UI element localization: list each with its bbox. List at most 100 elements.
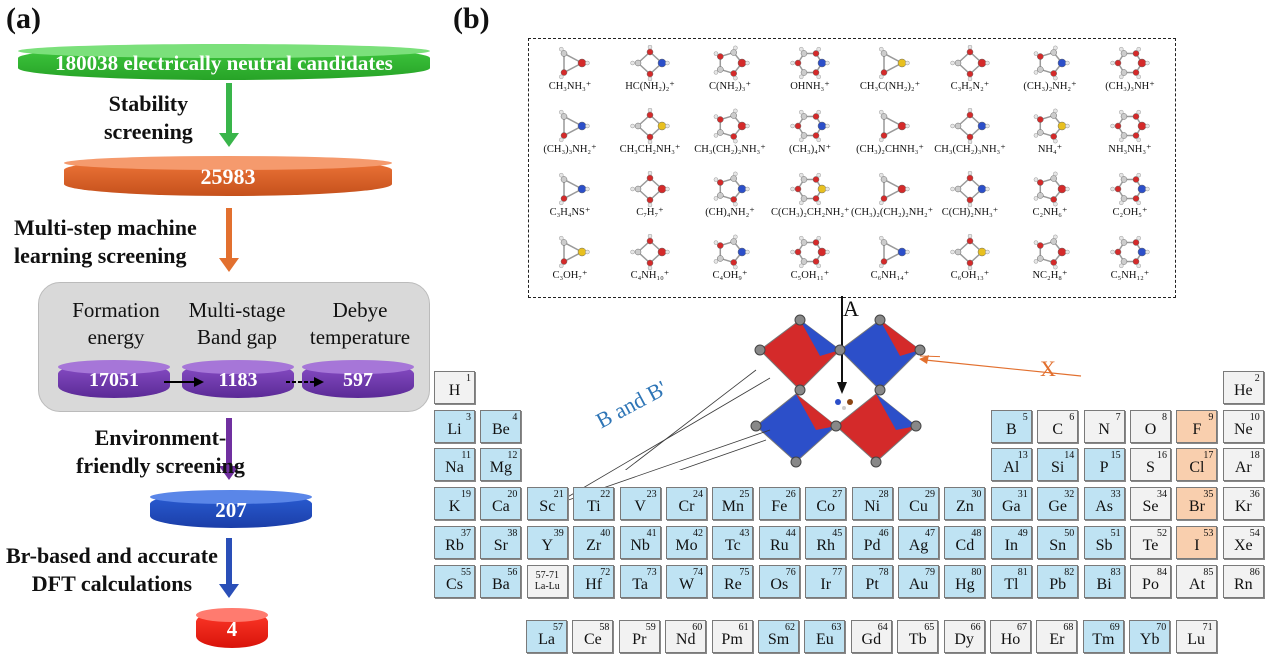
- molecule-structure-icon: [559, 109, 590, 143]
- molecule-12: (CH₃)₄N⁺: [771, 108, 849, 156]
- atomic-number: 17: [1203, 450, 1214, 462]
- molecule-structure-icon: [713, 45, 750, 81]
- element-symbol: C: [1052, 420, 1064, 438]
- atomic-number: 83: [1110, 566, 1121, 578]
- element-symbol: Si: [1051, 459, 1065, 477]
- molecule-17: C₃H₄NS⁺: [531, 171, 609, 219]
- atomic-number: 3: [466, 411, 471, 423]
- atomic-number: 42: [693, 527, 703, 539]
- molecule-label: (CH₃)₃NH₂⁺: [543, 144, 597, 155]
- molecule-label: (CH)₄NH₂⁺: [705, 207, 755, 218]
- element-symbol: Ba: [492, 575, 510, 593]
- molecule-structure-icon: [1033, 108, 1070, 144]
- atomic-number: 5: [1022, 411, 1028, 423]
- molecule-structure-icon: [630, 171, 670, 207]
- molecule-structure-icon: [1110, 46, 1150, 80]
- atomic-number: 54: [1249, 527, 1260, 539]
- element-symbol: Pb: [1049, 575, 1067, 593]
- molecule-label: NH₃NH₃⁺: [1108, 144, 1152, 155]
- element-symbol: Cr: [678, 498, 695, 516]
- element-symbol: Nd: [675, 631, 696, 648]
- atomic-number: 31: [1017, 489, 1028, 501]
- atomic-number: 80: [971, 566, 982, 578]
- molecule-3: C(NH₂)₃⁺: [691, 45, 769, 93]
- molecule-structure-icon: [559, 235, 590, 269]
- molecule-label: C₆NH₁₄⁺: [870, 270, 910, 281]
- element-symbol: Hg: [955, 575, 975, 593]
- molecule-label: C(CH₃)₂CH₂NH₂⁺: [771, 207, 850, 218]
- element-symbol: Sn: [1049, 536, 1067, 554]
- element-symbol: Ge: [1048, 498, 1068, 516]
- element-symbol: Na: [445, 459, 464, 477]
- molecule-structure-icon: [790, 109, 830, 143]
- atomic-number: 72: [600, 566, 611, 578]
- element-symbol: Po: [1142, 575, 1159, 593]
- arrow-ml: [219, 208, 239, 272]
- atomic-number: 41: [646, 527, 657, 539]
- molecule-structure-icon: [950, 45, 990, 81]
- molecule-label: C₇H₇⁺: [636, 207, 664, 218]
- molecule-structure-icon: [1110, 172, 1150, 206]
- atomic-number: 86: [1249, 566, 1260, 578]
- stability-count: 25983: [200, 164, 256, 189]
- atomic-number: 6: [1069, 411, 1075, 423]
- formation-cylinder: 17051: [58, 360, 170, 398]
- atomic-number: 4: [512, 411, 518, 423]
- perovskite-structure: [624, 296, 940, 470]
- molecule-structure-icon: [790, 46, 830, 80]
- atomic-number: 36: [1249, 489, 1260, 501]
- element-symbol: Pt: [865, 575, 879, 593]
- molecule-2: HC(NH₂)₂⁺: [611, 45, 689, 93]
- molecule-label: C₅OH₁₁⁺: [790, 270, 830, 281]
- atomic-number: 68: [1063, 622, 1074, 633]
- atomic-number: 59: [645, 622, 656, 633]
- substep-arrows: [164, 377, 324, 387]
- molecule-label: (CH₃)₂(CH₂)₂NH₂⁺: [851, 207, 934, 218]
- molecule-structure-icon: [879, 46, 910, 80]
- panel-a-label: (a): [6, 2, 41, 35]
- element-symbol: Re: [724, 575, 742, 593]
- molecule-29: C₆NH₁₄⁺: [851, 234, 929, 282]
- molecule-structure-icon: [879, 172, 910, 206]
- atomic-number: 77: [832, 566, 843, 578]
- element-symbol: Pr: [632, 631, 647, 648]
- element-symbol: Al: [1003, 459, 1020, 477]
- molecule-label: CH₃(CH₂)₃NH₃⁺: [934, 144, 1006, 155]
- a-site-label: A: [843, 296, 859, 321]
- molecule-4: OHNH₃⁺: [771, 45, 849, 93]
- atomic-number: 52: [1157, 527, 1167, 539]
- molecule-label: C₄OH₉⁺: [712, 270, 748, 281]
- element-symbol: Pd: [863, 536, 881, 554]
- molecule-label: CH₃CH₂NH₃⁺: [619, 144, 681, 155]
- molecule-16: NH₃NH₃⁺: [1091, 108, 1169, 156]
